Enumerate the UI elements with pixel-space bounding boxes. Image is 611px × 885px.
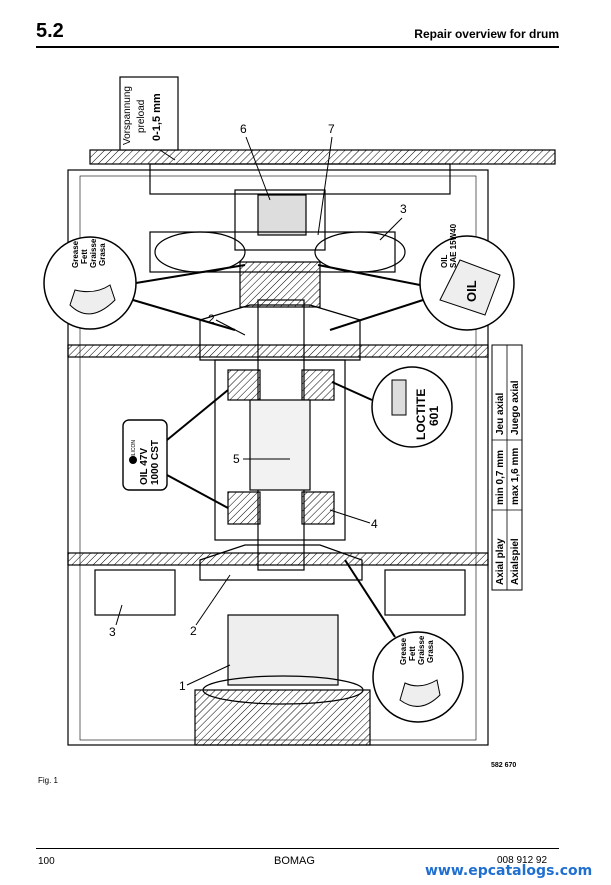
svg-text:Axial play: Axial play [495, 538, 506, 585]
svg-text:601: 601 [427, 406, 441, 426]
drawing-number: 582 670 [491, 762, 517, 769]
svg-text:SILICON: SILICON [131, 440, 137, 460]
oil-bubble: OIL SAE 15W40 OIL [317, 223, 515, 331]
rubber-element-right [314, 231, 406, 273]
inner-tube [214, 359, 346, 541]
bearing-lower-left [227, 491, 261, 525]
document-number: 008 912 92 [497, 855, 548, 866]
callout-4: 4 [371, 517, 378, 531]
svg-text:Fett: Fett [80, 249, 89, 264]
svg-text:Axialspiel: Axialspiel [510, 538, 521, 585]
footer-rule [36, 848, 559, 849]
shaft-core [249, 399, 311, 491]
svg-text:1000 CST: 1000 CST [150, 440, 161, 485]
motor-housing [234, 189, 326, 251]
bearing-lower-right [301, 491, 335, 525]
svg-text:SAE 15W40: SAE 15W40 [449, 223, 458, 268]
svg-text:Grease: Grease [71, 240, 80, 268]
figure-label: Fig. 1 [38, 776, 59, 785]
svg-text:OIL: OIL [440, 255, 449, 268]
lower-disc [67, 552, 489, 566]
svg-text:OIL: OIL [464, 280, 479, 302]
callouts: 6 7 3 2 5 4 3 2 1 [109, 122, 407, 693]
page-number: 100 [38, 856, 55, 867]
svg-text:preload: preload [136, 100, 147, 133]
svg-text:max 1,6 mm: max 1,6 mm [510, 448, 521, 505]
upper-disc [67, 344, 489, 358]
watermark: www.epcatalogs.com [425, 863, 593, 879]
lower-bearing-housing [199, 544, 363, 581]
svg-text:Grasa: Grasa [426, 640, 435, 663]
svg-text:Juego axial: Juego axial [510, 380, 521, 435]
callout-2-top: 2 [208, 312, 215, 326]
rubber-element-left [154, 231, 246, 273]
svg-text:Jeu axial: Jeu axial [495, 393, 506, 435]
bearing-upper-left [227, 369, 261, 401]
svg-text:OIL 47V: OIL 47V [139, 448, 150, 485]
callout-3-bottom: 3 [109, 625, 116, 639]
section-number: 5.2 [36, 20, 64, 42]
bearing-upper-right [301, 369, 335, 401]
preload-box: Vorspannung preload 0-1,5 mm [119, 76, 179, 161]
grease-bubble-bottom: Grease Fett Graisse Grasa [344, 559, 464, 723]
svg-text:Graisse: Graisse [89, 238, 98, 268]
svg-text:Grease: Grease [399, 637, 408, 665]
callout-3-top: 3 [400, 202, 407, 216]
callout-7: 7 [328, 122, 335, 136]
callout-6: 6 [240, 122, 247, 136]
lower-side-plate-left [94, 569, 176, 616]
svg-text:min 0,7 mm: min 0,7 mm [495, 450, 506, 505]
svg-text:Graisse: Graisse [417, 635, 426, 665]
axial-play-table: Axial play min 0,7 mm Jeu axial Axialspi… [491, 344, 523, 591]
drive-motor [227, 614, 339, 686]
drive-base [194, 689, 371, 746]
lower-side-plate-right [384, 569, 466, 616]
callout-2-bottom: 2 [190, 624, 197, 638]
loctite-bubble: LOCTITE 601 [331, 366, 453, 448]
silicon-oil-box: SILICON OIL 47V 1000 CST [122, 389, 229, 509]
motor-core [257, 194, 307, 236]
top-flange [89, 149, 556, 165]
footer-brand: BOMAG [274, 855, 315, 867]
svg-text:Grasa: Grasa [98, 243, 107, 266]
header-rule [36, 46, 559, 48]
svg-text:Fett: Fett [408, 646, 417, 661]
svg-text:Vorspannung: Vorspannung [122, 86, 133, 145]
svg-text:LOCTITE: LOCTITE [414, 389, 428, 440]
svg-text:0-1,5 mm: 0-1,5 mm [151, 93, 163, 141]
callout-1: 1 [179, 679, 186, 693]
grease-bubble-top: Grease Fett Graisse Grasa [43, 236, 246, 331]
flange-inner [149, 163, 451, 195]
page-title: Repair overview for drum [414, 27, 559, 41]
callout-5: 5 [233, 452, 240, 466]
